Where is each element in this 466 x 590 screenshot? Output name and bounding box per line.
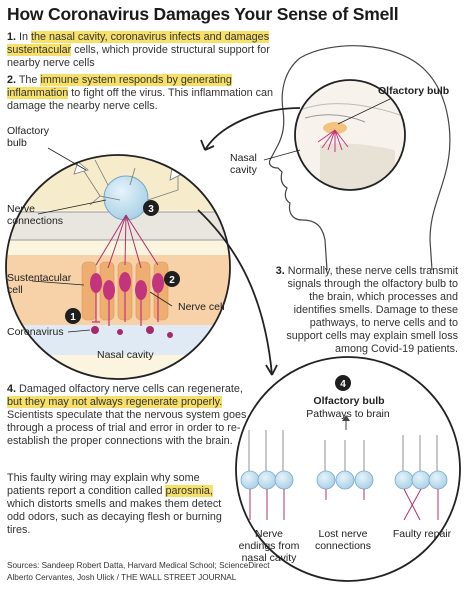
step3-text: 3. Normally, these nerve cells transmit … <box>275 265 458 355</box>
marker-2: 2 <box>164 271 180 287</box>
label-olfactory-bulb-head: Olfactory bulb <box>378 85 450 97</box>
label-nasal-cavity-left: Nasal cavity <box>97 349 154 361</box>
label-nerve-endings: Nerve endings from nasal cavity <box>238 528 300 564</box>
step1-text: 1. In the nasal cavity, coronavirus infe… <box>7 31 270 69</box>
svg-text:1: 1 <box>70 312 76 323</box>
head-profile <box>268 45 451 271</box>
label-circle4-title: Olfactory bulb <box>313 395 385 407</box>
source-line-1: Sources: Sandeep Robert Datta, Harvard M… <box>7 561 270 570</box>
left-pointers <box>31 147 173 333</box>
label-pathways: Pathways to brain <box>306 408 390 420</box>
page-title: How Coronavirus Damages Your Sense of Sm… <box>7 4 399 24</box>
parosmia-text: This faulty wiring may explain why some … <box>7 472 222 536</box>
olfactory-bulb-pointer <box>337 98 391 125</box>
label-olfactory-bulb-left: Olfactory bulb <box>7 125 50 149</box>
label-faulty-repair: Faulty repair <box>392 528 452 540</box>
label-nerve-connections: Nerve connections <box>7 203 64 227</box>
source-line-2: Alberto Cervantes, Josh Ulick / THE WALL… <box>7 573 237 582</box>
parosmia-highlight: parosmia, <box>165 485 213 497</box>
label-nerve-cell: Nerve cell <box>178 301 225 313</box>
step4-text: 4. Damaged olfactory nerve cells can reg… <box>7 383 247 447</box>
marker-3: 3 <box>143 200 159 216</box>
label-nasal-cavity-head: Nasal cavity <box>230 152 257 176</box>
marker-4: 4 <box>335 375 351 391</box>
circle4-detail <box>236 357 460 581</box>
svg-text:4: 4 <box>340 379 346 390</box>
label-coronavirus: Coronavirus <box>7 326 64 338</box>
head-detail <box>295 80 405 190</box>
label-sustentacular-cell: Sustentacular cell <box>7 272 72 296</box>
svg-text:2: 2 <box>169 275 175 286</box>
step4-highlight: but they may not always regenerate prope… <box>7 396 223 408</box>
step2-text: 2. The immune system responds by generat… <box>7 74 274 112</box>
svg-text:3: 3 <box>148 204 154 215</box>
marker-1: 1 <box>65 308 81 324</box>
label-lost-nerve: Lost nerve connections <box>314 528 372 552</box>
nasal-cavity-pointer <box>263 149 301 161</box>
